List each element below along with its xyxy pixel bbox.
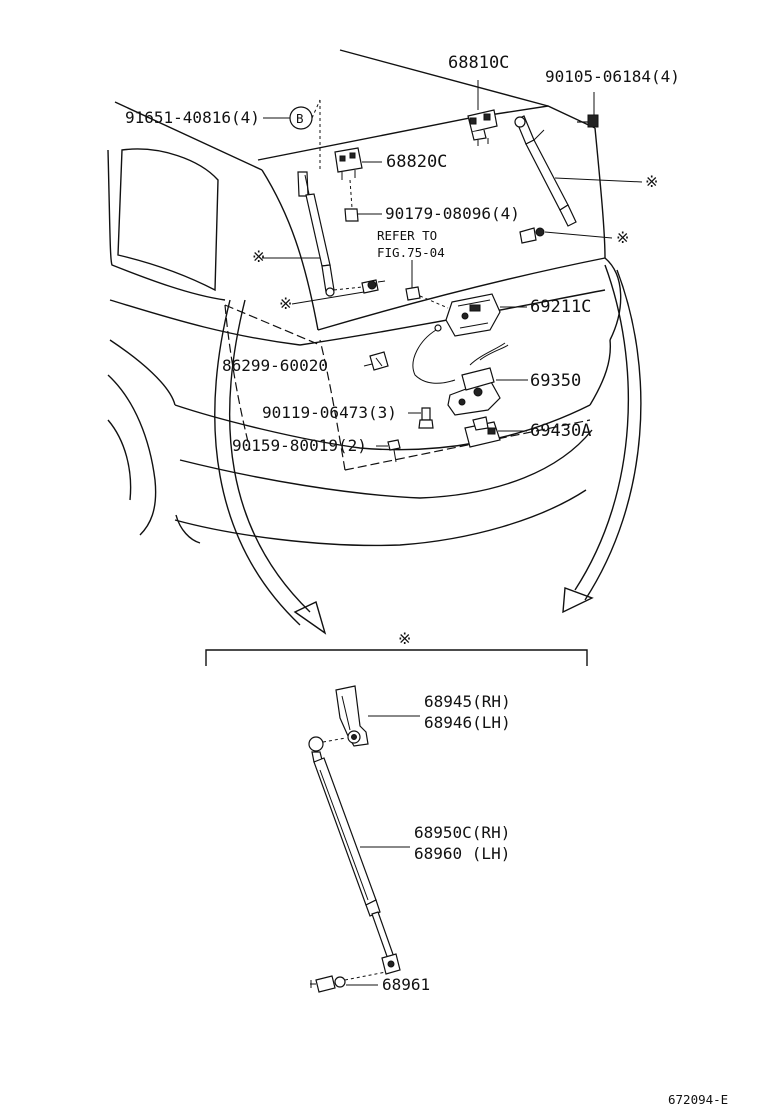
note-asterisk-icon: ※ — [645, 172, 658, 191]
part-number-90159-80019: 90159-80019(2) — [232, 436, 367, 455]
hinge-68810c — [467, 80, 498, 146]
note-asterisk-icon: ※ — [398, 629, 411, 648]
refer-fig-label: FIG.75-04 — [377, 245, 445, 260]
clip-86299 — [363, 351, 389, 371]
part-number-69430a: 69430A — [530, 421, 591, 441]
bolt-90119 — [408, 407, 434, 429]
callout-b-icon: B — [289, 106, 313, 130]
note-asterisk-icon: ※ — [279, 294, 292, 313]
back-door-stay-left — [297, 171, 335, 297]
part-number-68950c-rh: 68950C(RH) — [414, 823, 510, 842]
figure-code: 672094-E — [668, 1092, 728, 1107]
part-number-69350: 69350 — [530, 371, 581, 391]
screw-90159 — [376, 439, 401, 463]
arrow-down-icon — [214, 299, 327, 635]
part-number-68945-rh: 68945(RH) — [424, 692, 511, 711]
hinge-68820c — [334, 147, 382, 180]
stay-bracket-68945-68946 — [335, 685, 420, 747]
part-number-68820c: 68820C — [386, 152, 447, 172]
back-door-stay-68950c-68960 — [311, 751, 410, 975]
vehicle-body — [107, 49, 622, 547]
part-number-69211c: 69211C — [530, 297, 591, 317]
arrow-down-icon — [562, 264, 642, 614]
back-door-stay-right — [514, 115, 643, 227]
part-number-86299-60020: 86299-60020 — [222, 356, 328, 375]
section-bracket — [205, 649, 588, 666]
nut-90179 — [344, 208, 382, 222]
part-number-68960-lh: 68960 (LH) — [414, 844, 510, 863]
outside-handle-69211c — [445, 293, 527, 337]
part-number-68946-lh: 68946(LH) — [424, 713, 511, 732]
ball-stud-68961 — [310, 971, 387, 993]
part-number-90119-06473: 90119-06473(3) — [262, 403, 397, 422]
svg-text:B: B — [296, 111, 304, 126]
part-number-68810c: 68810C — [448, 53, 509, 73]
striker-69430a — [464, 416, 527, 448]
part-number-90105-06184: 90105-06184(4) — [545, 67, 680, 86]
ball-stud-left — [291, 279, 386, 305]
refer-to-label: REFER TO — [377, 228, 437, 243]
part-number-68961: 68961 — [382, 975, 430, 994]
back-door-lock-69350 — [447, 367, 528, 416]
ball-stud-right — [519, 227, 613, 244]
note-asterisk-icon: ※ — [252, 247, 265, 266]
note-asterisk-icon: ※ — [616, 228, 629, 247]
part-number-91651-40816: 91651-40816(4) — [125, 108, 260, 127]
bolt-90105 — [577, 92, 599, 128]
part-number-90179-08096: 90179-08096(4) — [385, 204, 520, 223]
